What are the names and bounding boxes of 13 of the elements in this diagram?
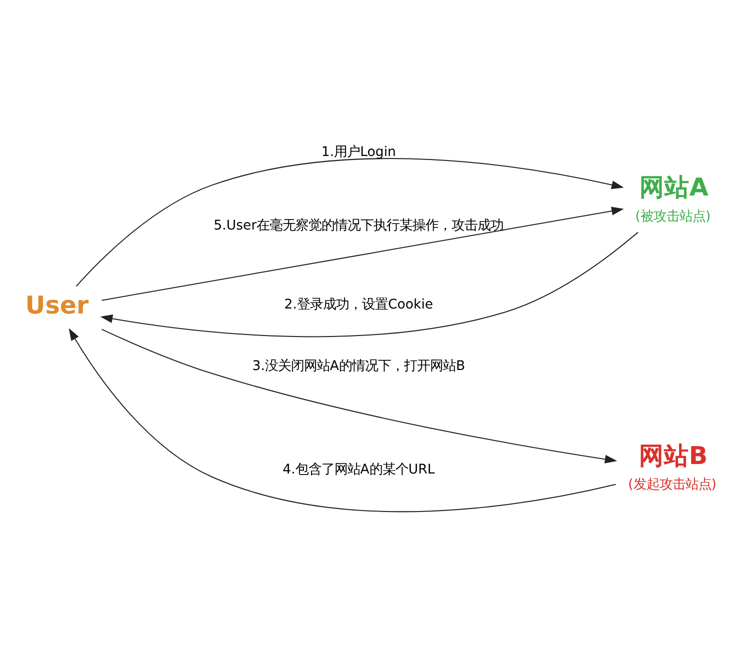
arrow [100, 231, 638, 337]
arrow [68, 328, 616, 512]
arrow [102, 206, 624, 300]
node-text: 网站B (发起攻击站点) [628, 440, 716, 492]
edge-label: 3.没关闭网站A的情况下，打开网站B [252, 358, 466, 374]
edge-label: 2.登录成功，设置Cookie [284, 296, 434, 312]
arrow [76, 158, 624, 286]
node-text: User [25, 290, 89, 319]
arrow [101, 328, 618, 463]
edge-label: 5.User在毫无察觉的情况下执行某操作，攻击成功 [214, 218, 504, 234]
edge-label: 1.用户Login [321, 144, 396, 160]
edge-label: 4.包含了网站A的某个URL [282, 462, 435, 477]
node-text: 网站A (被攻击站点) [635, 172, 711, 224]
